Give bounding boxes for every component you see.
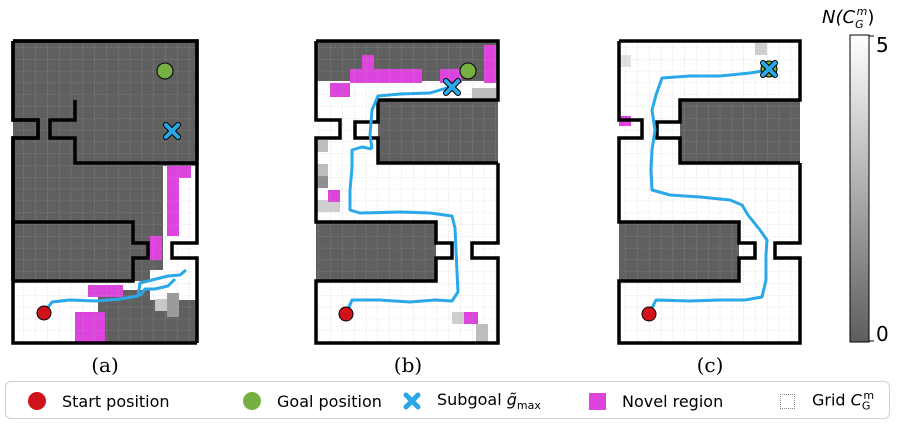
panel-a-goal-marker bbox=[156, 62, 174, 80]
legend-start: Start position bbox=[26, 382, 170, 420]
legend-subgoal-label: Subgoal bbox=[437, 389, 502, 409]
panel-a-trajectory bbox=[42, 268, 187, 314]
legend-novel-label: Novel region bbox=[622, 391, 724, 411]
panel-b-goal-marker bbox=[459, 62, 477, 80]
novel-region-icon bbox=[586, 390, 608, 412]
panel-a-grid bbox=[13, 41, 197, 343]
panel-c-grid bbox=[619, 41, 800, 343]
colorbar-max-label: 5 bbox=[876, 33, 889, 57]
start-icon bbox=[26, 390, 48, 412]
legend-subgoal: Subgoal g̃max bbox=[401, 382, 541, 420]
panel-a-label: (a) bbox=[91, 353, 119, 377]
panel-a: (a) bbox=[11, 39, 199, 377]
colorbar-min-label: 0 bbox=[876, 322, 889, 346]
legend-start-label: Start position bbox=[62, 391, 170, 411]
panel-b-trajectory bbox=[344, 85, 460, 315]
panel-b-grid bbox=[316, 41, 498, 343]
legend-grid: Grid CGm bbox=[776, 382, 874, 420]
panel-c-label: (c) bbox=[697, 353, 724, 377]
panel-c-walls bbox=[617, 41, 802, 345]
panel-b-label: (b) bbox=[394, 353, 422, 377]
legend-novel: Novel region bbox=[586, 382, 723, 420]
legend-grid-label: Grid bbox=[812, 390, 846, 410]
panel-c-subgoal-marker bbox=[760, 60, 778, 78]
goal-icon bbox=[241, 390, 263, 412]
panel-c-trajectory bbox=[647, 68, 770, 315]
subgoal-icon bbox=[401, 390, 423, 412]
colorbar-gradient bbox=[849, 34, 870, 343]
colorbar: N(CGm) 5 0 bbox=[822, 5, 889, 346]
panel-b: (b) bbox=[314, 39, 500, 377]
legend-goal-label: Goal position bbox=[277, 391, 382, 411]
panel-c: (c) bbox=[617, 39, 802, 377]
panel-c-start-marker bbox=[641, 306, 657, 322]
panel-a-subgoal-marker bbox=[163, 122, 181, 140]
panel-b-subgoal-marker bbox=[443, 78, 461, 96]
colorbar-title: N(CGm) bbox=[822, 5, 874, 31]
panel-b-start-marker bbox=[338, 306, 354, 322]
legend-goal: Goal position bbox=[241, 382, 382, 420]
panel-b-walls bbox=[314, 41, 500, 345]
legend: Start position Goal position Subgoal g̃m… bbox=[5, 381, 890, 419]
grid-icon bbox=[776, 390, 798, 412]
panel-a-start-marker bbox=[36, 305, 52, 321]
